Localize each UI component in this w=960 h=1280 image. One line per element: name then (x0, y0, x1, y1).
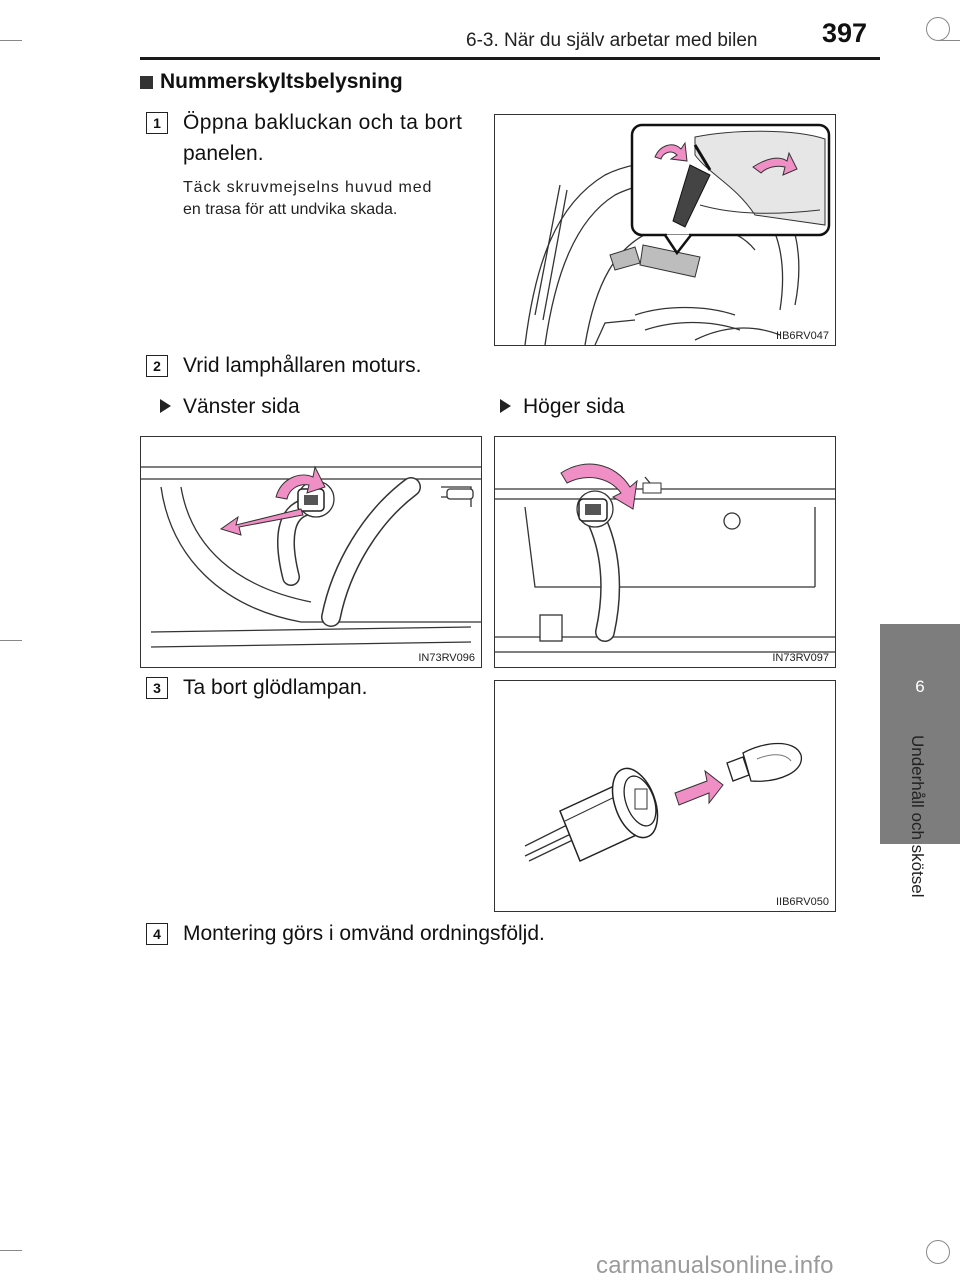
right-side-label: Höger sida (523, 395, 625, 418)
step-number-4: 4 (146, 923, 168, 945)
right-socket-illustration (495, 463, 835, 653)
triangle-bullet-icon (160, 399, 171, 413)
triangle-bullet-icon (500, 399, 511, 413)
figure-trunk-panel: IIB6RV047 (494, 114, 836, 346)
figure-right-side-socket: IN73RV097 (494, 436, 836, 668)
crop-mark (0, 1250, 22, 1251)
crop-mark (0, 40, 22, 41)
step-number-1: 1 (146, 112, 168, 134)
left-side-label: Vänster sida (183, 395, 300, 418)
crop-mark (926, 1240, 950, 1264)
step-1-text-line: Öppna bakluckan och ta bort (183, 111, 463, 134)
crop-mark (938, 40, 960, 41)
figure-code: IIB6RV050 (775, 896, 829, 908)
trunk-illustration (524, 123, 831, 345)
step-1-text-line: panelen. (183, 142, 264, 165)
header-section-title: 6-3. När du själv arbetar med bilen (466, 30, 758, 51)
step-number-3: 3 (146, 677, 168, 699)
step-1-note-line: Täck skruvmejselns huvud med (183, 179, 433, 196)
step-3-text: Ta bort glödlampan. (183, 676, 368, 699)
header-rule (140, 57, 880, 60)
step-1-text: Öppna bakluckan och ta bort panelen. (183, 107, 478, 169)
chapter-title: Underhåll och skötsel (908, 735, 927, 898)
page-number: 397 (822, 18, 868, 48)
figure-bulb-removal: IIB6RV050 (494, 680, 836, 912)
step-2-text: Vrid lamphållaren moturs. (183, 354, 422, 377)
step-1-note-line: en trasa för att undvika skada. (183, 201, 398, 218)
left-socket-illustration (141, 465, 481, 648)
section-title: Nummerskyltsbelysning (160, 70, 403, 93)
chapter-number: 6 (915, 677, 925, 696)
step-1-note: Täck skruvmejselns huvud med en trasa fö… (183, 177, 478, 221)
chapter-tab (880, 624, 960, 844)
crop-mark (926, 17, 950, 41)
section-bullet-icon (140, 76, 153, 89)
bulb-removal-illustration (524, 742, 802, 863)
figure-code: IN73RV097 (772, 652, 829, 664)
step-4-text: Montering görs i omvänd ordningsföljd. (183, 922, 545, 945)
watermark: carmanualsonline.info (596, 1252, 834, 1279)
crop-mark (0, 640, 22, 641)
figure-code: IIB6RV047 (775, 330, 829, 342)
step-number-2: 2 (146, 355, 168, 377)
figure-left-side-socket: IN73RV096 (140, 436, 482, 668)
figure-code: IN73RV096 (418, 652, 475, 664)
